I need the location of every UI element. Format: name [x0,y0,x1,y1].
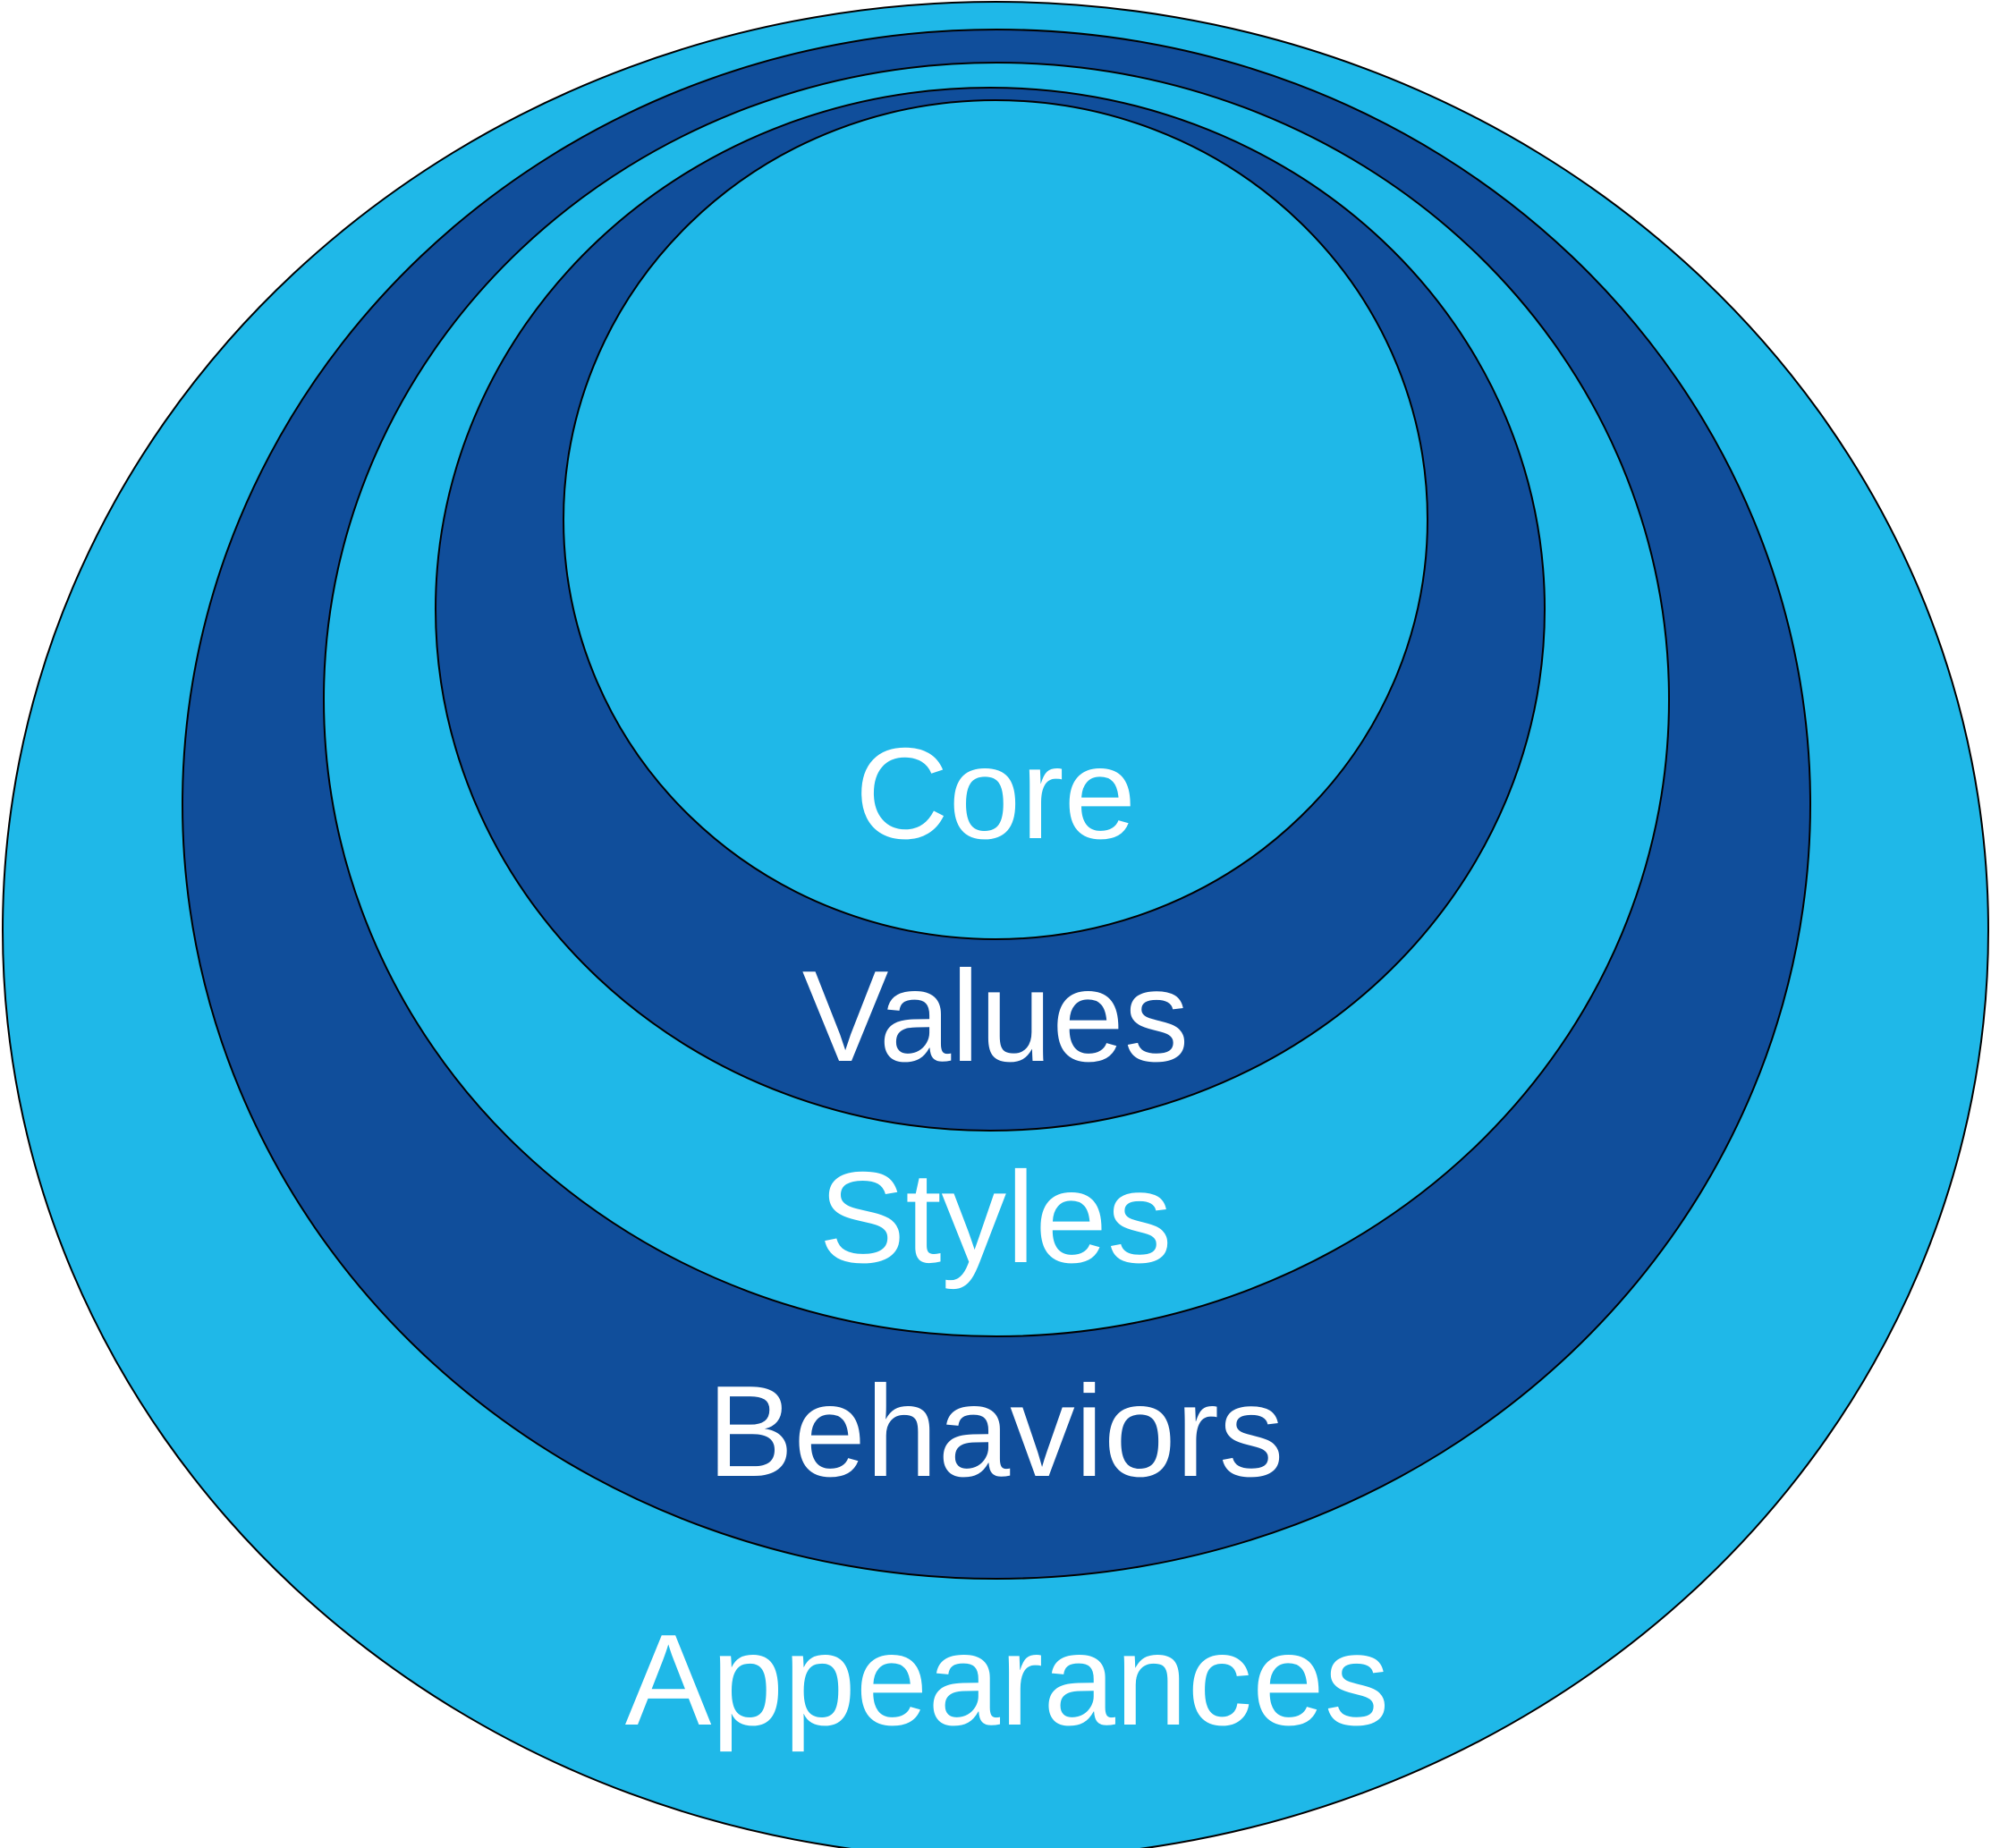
appearances-label: Appearances [625,1607,1390,1752]
behaviors-label: Behaviors [707,1359,1284,1504]
styles-label: Styles [819,1145,1173,1290]
core-circle [563,99,1428,940]
core-label: Core [855,721,1136,866]
values-label: Values [802,944,1190,1089]
